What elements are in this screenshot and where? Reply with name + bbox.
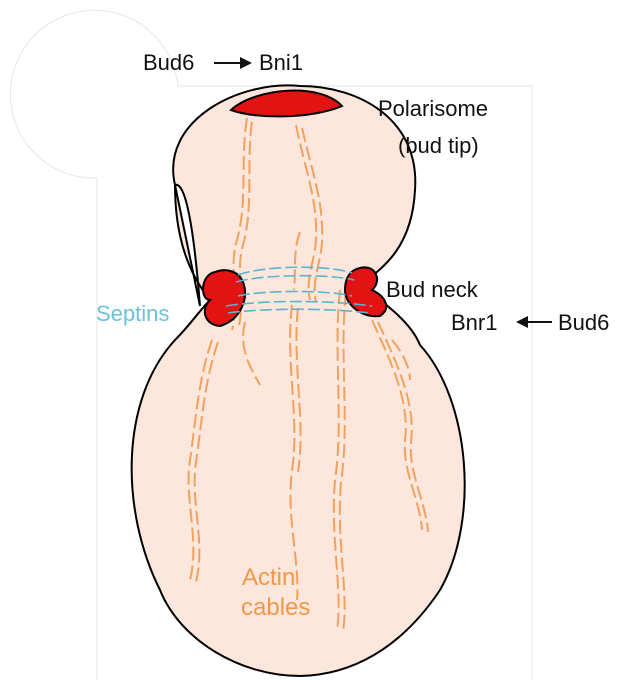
polarisome-label-line1: Polarisome (378, 96, 488, 121)
neck-pathway-from: Bud6 (558, 310, 609, 335)
top-pathway-label: Bud6 Bni1 (143, 50, 303, 75)
polarisome-label-line2: (bud tip) (398, 133, 479, 158)
arrow-right-icon (214, 57, 252, 69)
top-pathway-from: Bud6 (143, 50, 194, 75)
bud-neck-label: Bud neck (386, 277, 479, 302)
septins-label: Septins (96, 301, 169, 326)
actin-label-line2: cables (241, 594, 310, 621)
actin-label-line1: Actin (242, 564, 295, 591)
top-pathway-to: Bni1 (259, 50, 303, 75)
cell-outline (132, 85, 465, 676)
cell-body (132, 85, 465, 676)
neck-pathway-to: Bnr1 (451, 310, 497, 335)
